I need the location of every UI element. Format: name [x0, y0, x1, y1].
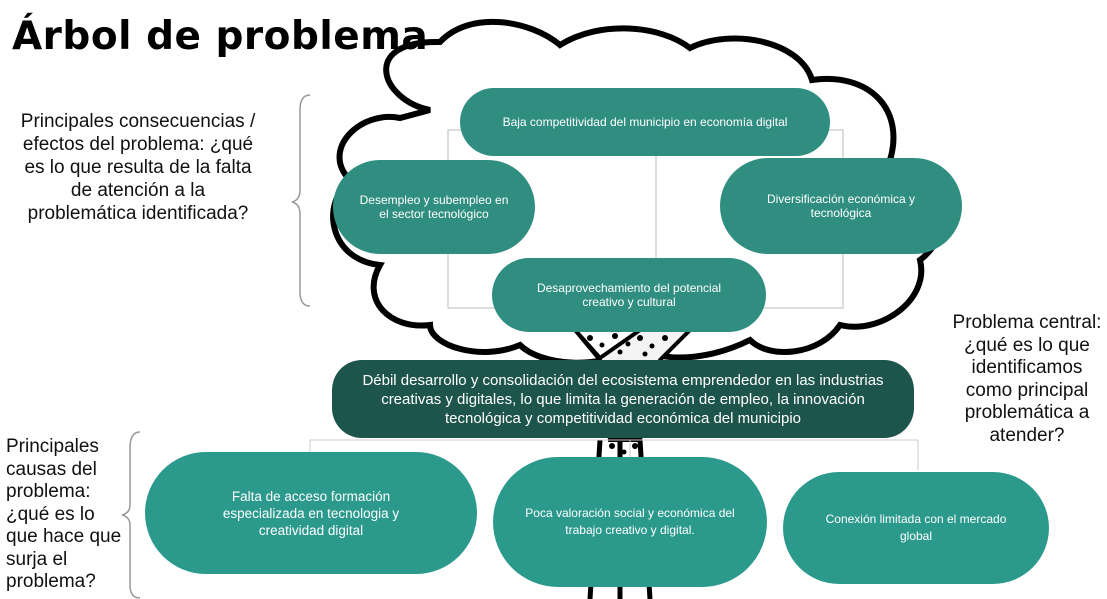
- effect-label: Diversificación económica y tecnológica: [766, 192, 916, 220]
- effect-label: Desempleo y subempleo en el sector tecno…: [359, 193, 509, 221]
- page-title: Árbol de problema: [12, 14, 429, 59]
- central-problem-label: Débil desarrollo y consolidación del eco…: [362, 371, 884, 427]
- central-problem-prompt: Problema central: ¿qué es lo que identif…: [952, 312, 1102, 446]
- effect-label: Baja competitividad del municipio en eco…: [502, 115, 788, 129]
- cause-box-training: Falta de acceso formación especializada …: [145, 452, 477, 574]
- cause-box-valuation: Poca valoración social y económica del t…: [493, 457, 767, 587]
- cause-box-global-market: Conexión limitada con el mercado global: [783, 472, 1049, 584]
- causes-bracket: [121, 431, 141, 599]
- consequences-prompt: Principales consecuencias / efectos del …: [20, 111, 256, 224]
- cause-label: Falta de acceso formación especializada …: [222, 488, 400, 538]
- cause-label: Poca valoración social y económica del t…: [525, 506, 735, 537]
- effect-box-competitiveness: Baja competitividad del municipio en eco…: [460, 88, 830, 156]
- effect-label: Desaprovechamiento del potencial creativ…: [536, 281, 722, 309]
- trunk-texture: [587, 333, 668, 455]
- central-problem-box: Débil desarrollo y consolidación del eco…: [332, 360, 914, 438]
- effect-box-untapped-potential: Desaprovechamiento del potencial creativ…: [492, 258, 766, 332]
- cause-label: Conexión limitada con el mercado global: [825, 512, 1007, 543]
- consequences-bracket: [291, 94, 311, 307]
- causes-prompt: Principales causas del problema: ¿qué es…: [6, 436, 122, 592]
- effect-box-diversification: Diversificación económica y tecnológica: [720, 158, 962, 254]
- tree-canopy: [330, 18, 945, 366]
- effect-box-unemployment: Desempleo y subempleo en el sector tecno…: [333, 160, 535, 254]
